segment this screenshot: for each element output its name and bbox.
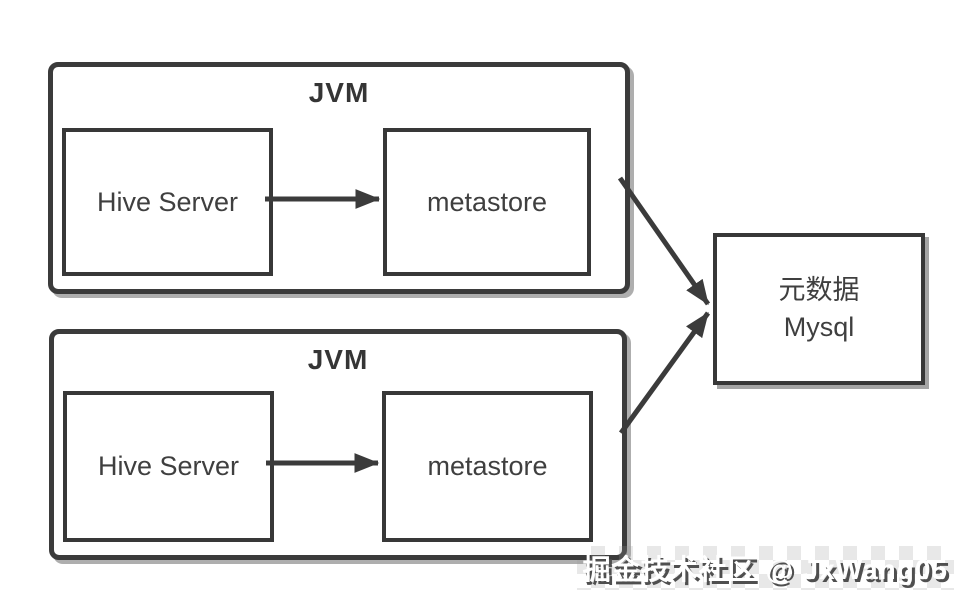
node-metadata-mysql-line1: 元数据 (778, 275, 860, 305)
jvm-group-1-title: JVM (308, 77, 370, 108)
node-metastore-1: metastore (383, 128, 591, 276)
arrow-jvm2-to-mysql (618, 311, 711, 435)
node-hive-server-2-label: Hive Server (97, 451, 240, 481)
arrow-jvm1-to-mysql (617, 176, 711, 306)
node-hive-server-1: Hive Server (62, 128, 273, 276)
node-metadata-mysql: 元数据 Mysql (713, 233, 925, 385)
node-metastore-1-label: metastore (426, 186, 548, 217)
node-metadata-mysql-line2: Mysql (783, 312, 855, 342)
jvm-group-1: JVM Hive Server metastore (48, 62, 630, 294)
jvm-group-2: JVM Hive Server metastore (49, 329, 627, 560)
node-metastore-2-label: metastore (427, 451, 548, 481)
node-hive-server-2: Hive Server (63, 391, 274, 542)
jvm-group-2-title: JVM (307, 344, 369, 375)
node-metastore-2: metastore (382, 391, 593, 542)
watermark: 掘金技术社区 @ JxWang05 (576, 546, 954, 590)
node-hive-server-1-label: Hive Server (96, 186, 239, 217)
